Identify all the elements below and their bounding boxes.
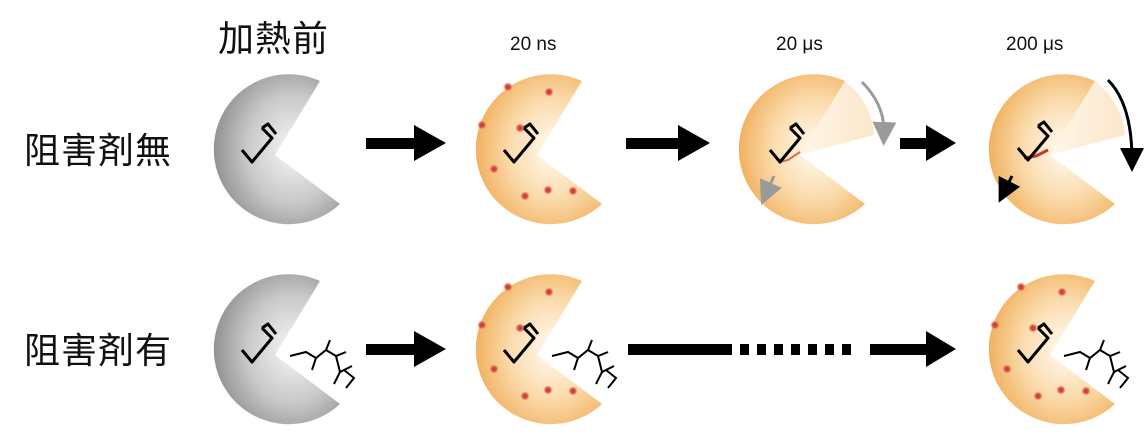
time-label-200us: 200 μs — [1006, 34, 1064, 55]
arrow-row1-3 — [900, 125, 956, 161]
arrow-row1-1 — [366, 125, 446, 161]
heat-dots — [477, 82, 578, 201]
inhibitor-molecule — [551, 339, 618, 389]
time-label-20us: 20 μs — [776, 34, 823, 55]
arrow-row2-1 — [366, 331, 446, 367]
row-label-no-inhibitor: 阻害剤無 — [24, 131, 173, 172]
protein-before-heating-row2 — [213, 274, 356, 425]
before-heating-label: 加熱前 — [218, 19, 330, 60]
protein-opening-20us-row1 — [738, 74, 897, 225]
heat-dots — [477, 282, 578, 401]
protein-before-heating-row1 — [213, 74, 340, 225]
time-label-20ns: 20 ns — [510, 34, 557, 55]
protein-heated-final-row2 — [988, 274, 1130, 425]
protein-opened-200us-row1 — [988, 74, 1144, 225]
protein-heated-20ns-row1 — [475, 74, 602, 225]
heat-dots — [990, 282, 1091, 401]
arrow-row2-long — [628, 331, 956, 367]
inhibitor-molecule — [289, 339, 356, 389]
inhibitor-molecule — [1063, 339, 1130, 389]
arrow-row1-2 — [626, 125, 710, 161]
protein-heated-row2 — [475, 274, 618, 425]
row-label-with-inhibitor: 阻害剤有 — [24, 331, 173, 372]
